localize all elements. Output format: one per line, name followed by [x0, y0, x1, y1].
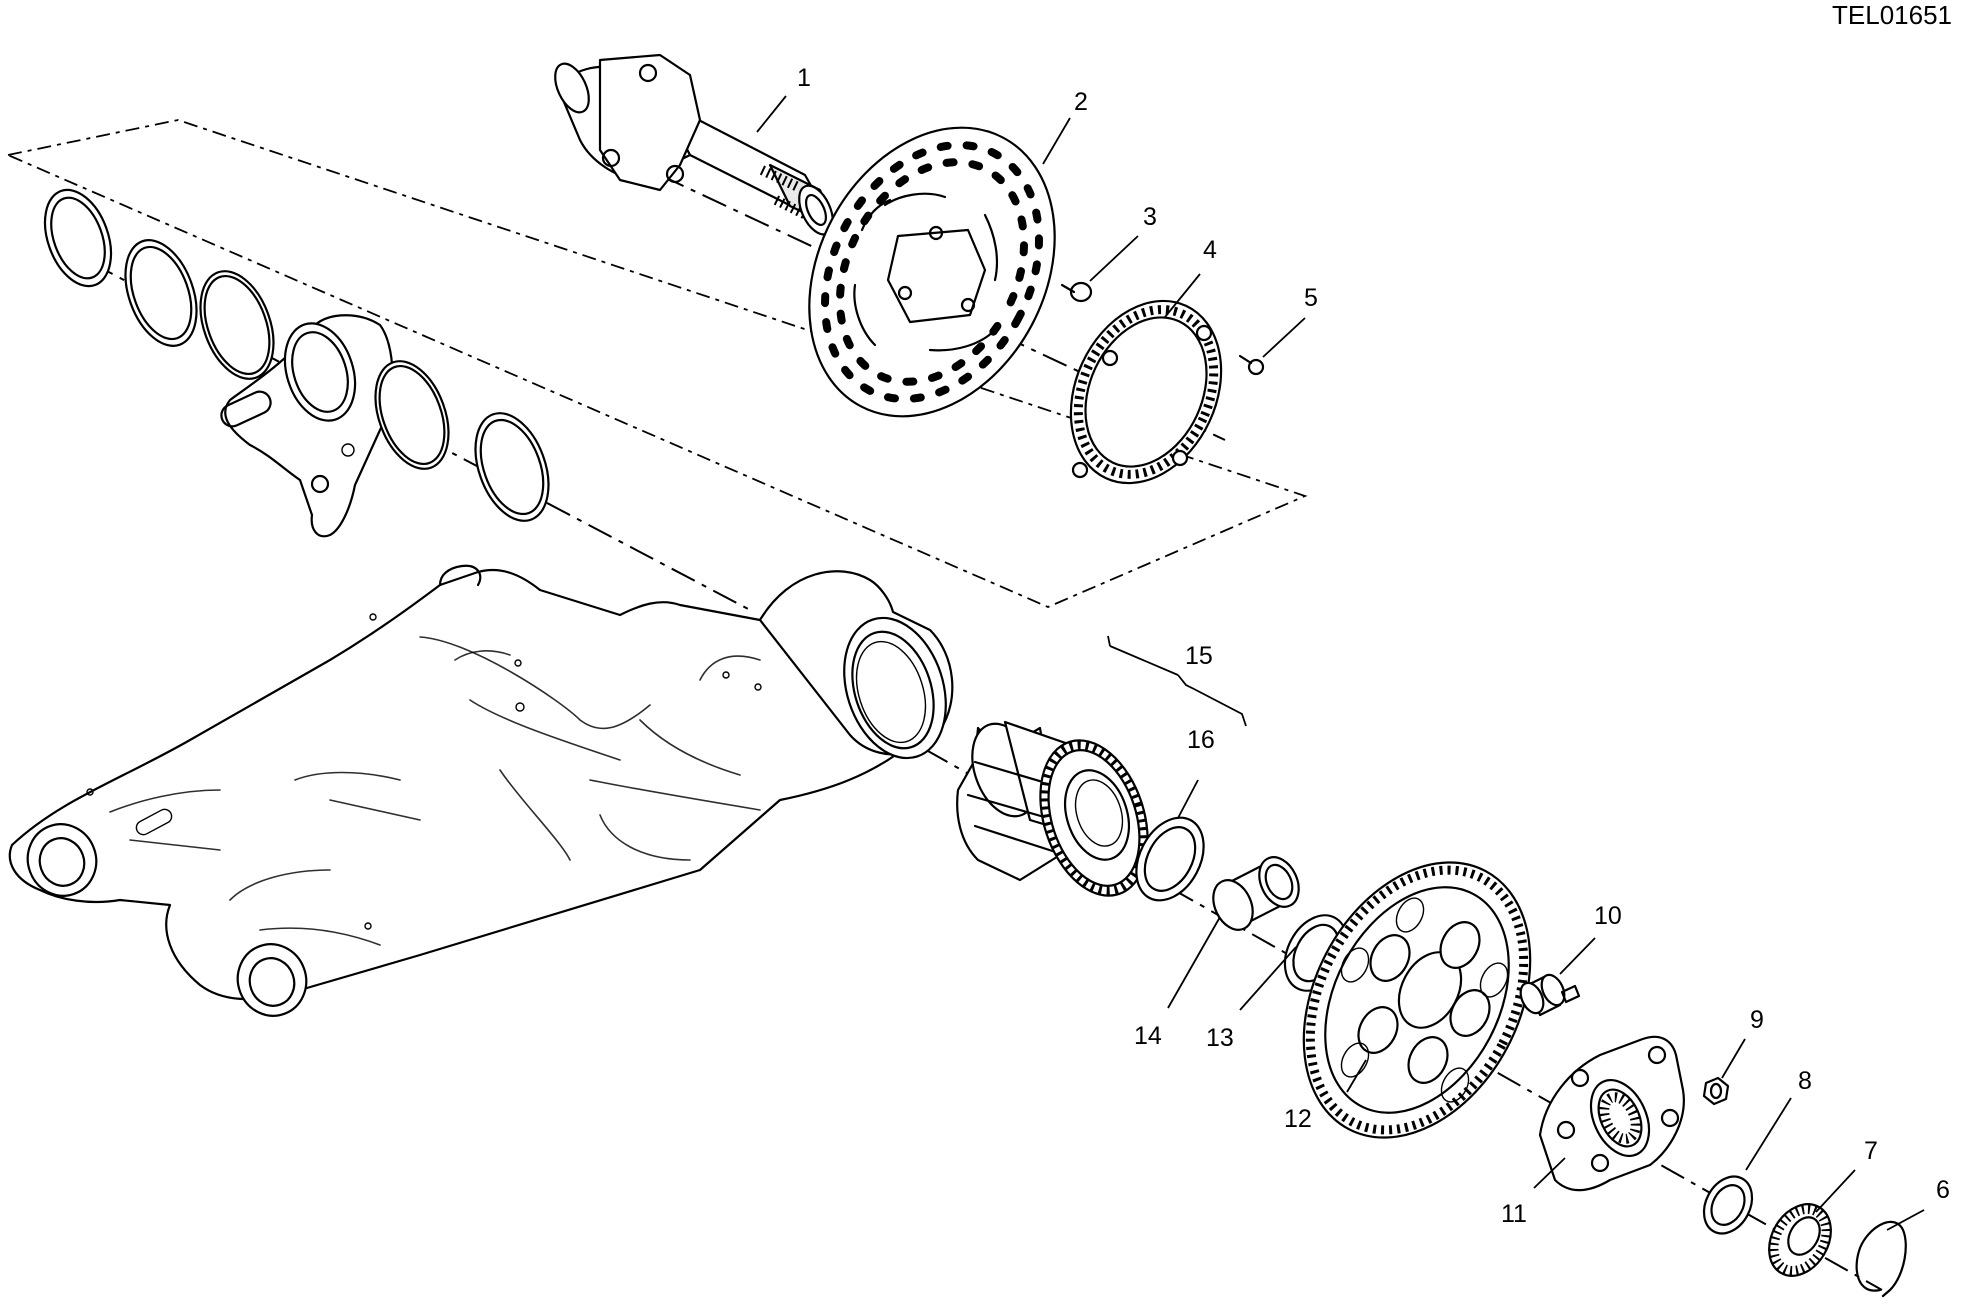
spacer — [1212, 856, 1300, 931]
sprocket-flange — [1538, 1035, 1685, 1192]
callout-8: 8 — [1798, 1067, 1812, 1095]
bearing-rings — [43, 188, 550, 522]
callout-7: 7 — [1864, 1137, 1878, 1165]
callout-3: 3 — [1143, 203, 1157, 231]
callout-9: 9 — [1750, 1006, 1764, 1034]
eccentric-hub-assembly — [956, 720, 1149, 897]
hub-seal — [1135, 816, 1205, 902]
callout-10: 10 — [1594, 902, 1622, 930]
callout-12: 12 — [1284, 1105, 1312, 1133]
callout-labels: 1 2 3 4 5 6 7 8 9 10 11 12 13 14 15 16 — [797, 64, 1950, 1228]
callout-2: 2 — [1074, 88, 1088, 116]
stud — [1519, 973, 1581, 1017]
flange-nut — [1702, 1076, 1730, 1106]
washer — [1702, 1175, 1754, 1235]
tone-wheel-screw — [1238, 354, 1265, 376]
leader-lines — [756, 95, 1925, 1231]
drawing-code: TEL01651 — [1832, 0, 1952, 30]
callout-13: 13 — [1206, 1024, 1234, 1052]
circlip — [1855, 1220, 1907, 1298]
callout-15-brace — [1107, 635, 1247, 727]
assembly-group-frame — [5, 119, 1308, 608]
brake-disc — [808, 126, 1056, 418]
ring-nut — [1768, 1203, 1832, 1277]
callout-4: 4 — [1203, 236, 1217, 264]
callout-6: 6 — [1936, 1176, 1950, 1204]
callout-15: 15 — [1185, 642, 1213, 670]
callout-11: 11 — [1501, 1200, 1527, 1228]
swingarm — [8, 564, 954, 1017]
callout-1: 1 — [797, 64, 811, 92]
disc-screw — [1060, 281, 1093, 303]
callout-14: 14 — [1134, 1022, 1162, 1050]
tone-wheel — [1069, 299, 1223, 485]
caliper-bracket — [220, 314, 394, 538]
callout-16: 16 — [1187, 726, 1215, 754]
swingarm-hub-housing — [843, 616, 947, 760]
hub-shaft — [554, 53, 838, 236]
circlip-left — [43, 188, 113, 288]
callout-5: 5 — [1304, 284, 1318, 312]
